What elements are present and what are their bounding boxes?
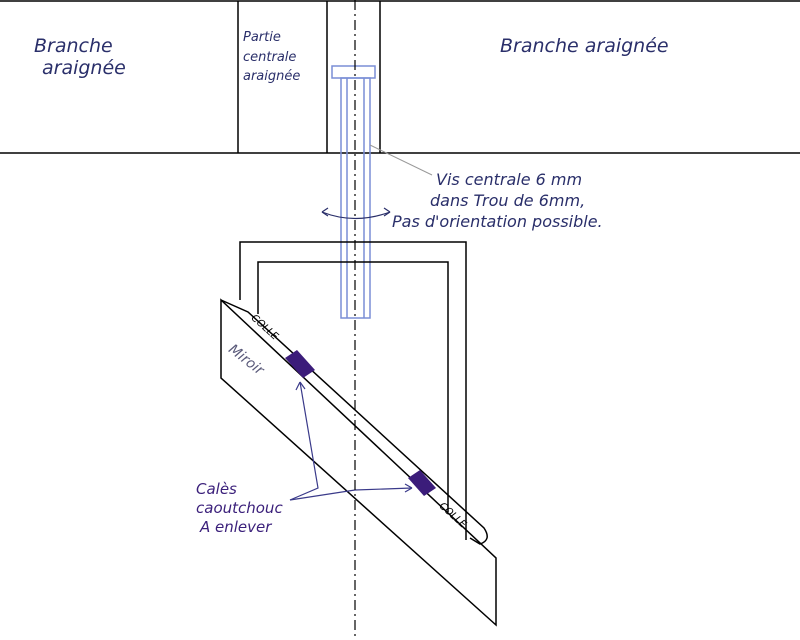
- screw-note: Vis centrale 6 mm dans Trou de 6mm, Pas …: [392, 170, 603, 232]
- label-line: araignée: [42, 56, 126, 79]
- shim-arrows: [289, 381, 413, 501]
- label-center-part: Partie centrale araignée: [243, 28, 300, 87]
- label-right-branch: Branche araignée: [500, 35, 669, 57]
- label-left-branch: Branche araignée: [34, 35, 126, 80]
- shim-top: [285, 350, 315, 378]
- rubber-shims: [285, 350, 436, 496]
- label-line: araignée: [243, 69, 301, 84]
- shim-bottom: [408, 470, 436, 496]
- label-line: centrale: [243, 49, 297, 65]
- label-line: Calès: [196, 480, 237, 498]
- central-screw: [331, 65, 376, 319]
- label-line: Partie: [243, 30, 281, 45]
- label-line: Vis centrale 6 mm: [436, 170, 583, 189]
- screw-leader-line: [369, 144, 433, 176]
- label-line: dans Trou de 6mm,: [430, 190, 586, 210]
- label-line: A enlever: [200, 517, 272, 536]
- label-line: caoutchouc: [196, 498, 283, 517]
- mirror: [220, 298, 497, 627]
- label-line: Pas d'orientation possible.: [392, 211, 603, 231]
- spider-band: [0, 0, 800, 154]
- mirror-bracket: [239, 241, 467, 540]
- shims-label: Calès caoutchouc A enlever: [196, 480, 283, 536]
- rotation-arrow-icon: [321, 207, 391, 220]
- label-line: Branche: [34, 35, 113, 57]
